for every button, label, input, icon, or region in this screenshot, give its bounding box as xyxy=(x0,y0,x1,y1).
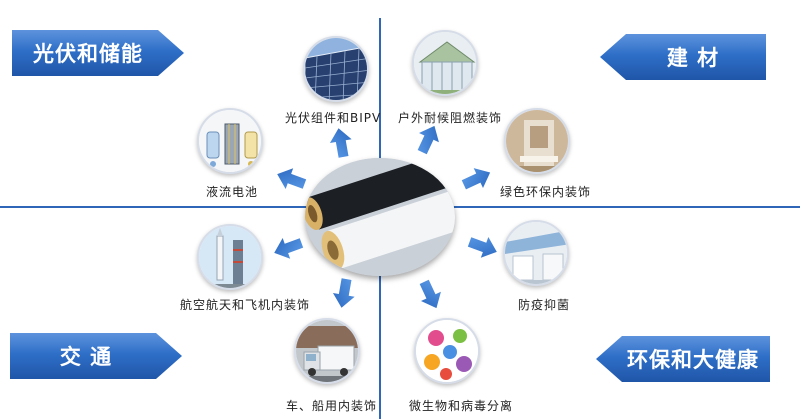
banner-pv-storage: 光伏和储能 xyxy=(12,30,184,76)
outdoor-decor-image xyxy=(412,30,478,96)
arrow-to-outdoor xyxy=(417,125,439,155)
label-microbe-separation: 微生物和病毒分离 xyxy=(409,399,514,413)
arrow-to-antibacterial xyxy=(467,237,497,258)
label-vehicle-ship: 车、船用内装饰 xyxy=(286,399,378,413)
arrow-to-green-interior xyxy=(461,168,491,190)
label-flow-battery: 液流电池 xyxy=(206,185,259,199)
pv-module-image xyxy=(303,36,369,102)
arrow-to-pv xyxy=(329,128,352,158)
label-pv-module: 光伏组件和BIPV xyxy=(285,111,382,125)
vehicle-ship-image xyxy=(294,318,360,384)
label-green-interior: 绿色环保内装饰 xyxy=(500,185,592,199)
arrow-to-flow-battery xyxy=(277,168,307,189)
label-aerospace: 航空航天和飞机内装饰 xyxy=(180,298,311,312)
banner-environment-health: 环保和大健康 xyxy=(596,336,770,382)
aerospace-image xyxy=(197,224,263,290)
green-interior-image xyxy=(504,108,570,174)
banner-transportation: 交 通 xyxy=(10,333,182,379)
arrow-to-microbe xyxy=(419,279,441,309)
banner-building-materials: 建 材 xyxy=(600,34,766,80)
center-product-image xyxy=(305,158,455,276)
flow-battery-image xyxy=(197,108,263,174)
label-outdoor-decor: 户外耐候阻燃装饰 xyxy=(398,111,503,125)
arrow-to-aerospace xyxy=(274,238,304,259)
microbe-image xyxy=(414,318,480,384)
antibacterial-image xyxy=(503,220,569,286)
label-antibacterial: 防疫抑菌 xyxy=(518,298,571,312)
arrow-to-vehicle xyxy=(332,278,355,308)
